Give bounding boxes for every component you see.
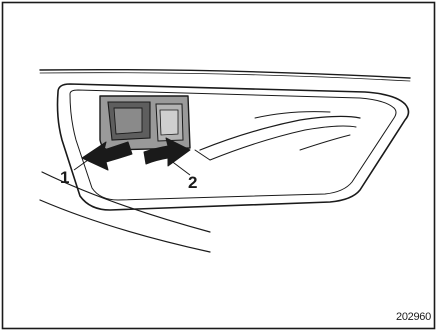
- figure-border: [3, 3, 435, 329]
- callout-2: 2: [188, 173, 197, 192]
- figure-code: 202960: [396, 311, 431, 323]
- lock-switch: [100, 96, 190, 150]
- callout-1: 1: [60, 168, 69, 187]
